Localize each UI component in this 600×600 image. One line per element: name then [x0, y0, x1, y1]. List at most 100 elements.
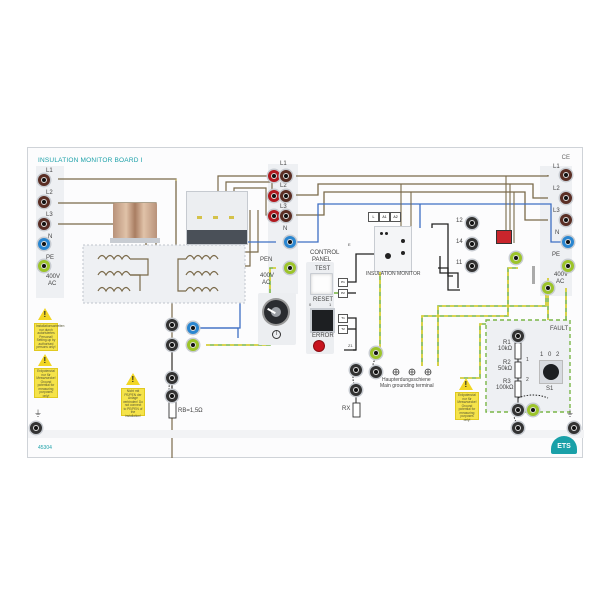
- breaker-indicator-2: [213, 216, 218, 219]
- t1-box: T1: [338, 314, 348, 323]
- center-socket-l1-red[interactable]: [268, 170, 280, 182]
- insulation-monitor-device: [374, 226, 412, 272]
- probe-socket[interactable]: [542, 282, 554, 294]
- right-terminal-strip: [540, 166, 572, 296]
- center-socket-l3[interactable]: [280, 210, 292, 222]
- s1-pos-0: 0: [548, 352, 552, 358]
- warning-triangle-icon: [126, 373, 140, 385]
- right-socket-l3[interactable]: [560, 214, 572, 226]
- control-panel-title-2: PANEL: [312, 257, 332, 263]
- monitor-marker-e: E: [348, 242, 351, 247]
- left-socket-pe[interactable]: [38, 260, 50, 272]
- center-socket-l2-red[interactable]: [268, 190, 280, 202]
- transformer-component: [113, 203, 157, 239]
- right-socket-l2[interactable]: [560, 192, 572, 204]
- key-switch-symbol: I: [272, 330, 281, 339]
- left-socket-l1[interactable]: [38, 174, 50, 186]
- r1-resistor: [514, 342, 522, 360]
- warning-earth-right: Erdpotenzial nur für Messzwecke! Ground …: [455, 392, 479, 421]
- right-label-l1: L1: [553, 164, 560, 170]
- contact-1-label: 1: [526, 357, 529, 363]
- relay-label-12: 12: [456, 218, 463, 224]
- center-socket-l1[interactable]: [280, 170, 292, 182]
- left-socket-n[interactable]: [38, 238, 50, 250]
- circuit-breaker: [186, 191, 248, 245]
- pen-socket-2[interactable]: [166, 339, 178, 351]
- warning-pen: Nicht mit PE/PEN der Anlage verbinden! D…: [121, 388, 145, 417]
- pen-socket-pe[interactable]: [187, 339, 199, 351]
- left-socket-l3[interactable]: [38, 218, 50, 230]
- fault-socket-green[interactable]: [527, 404, 539, 416]
- left-ground-socket[interactable]: [30, 422, 42, 434]
- warning-triangle-icon: [38, 354, 52, 366]
- center-socket-l3-red[interactable]: [268, 210, 280, 222]
- fault-welder-icon: [496, 230, 512, 244]
- r1-name: R1: [503, 340, 511, 346]
- rx-socket-1[interactable]: [350, 364, 362, 376]
- t2-box: T2: [338, 325, 348, 334]
- r3-name: R3: [503, 379, 511, 385]
- insulation-monitor-label: INSULATION MONITOR: [366, 271, 421, 277]
- z1-marker: Z1: [348, 343, 353, 348]
- center-voltage: 400V: [260, 273, 275, 279]
- pen-label: PEN: [260, 257, 273, 263]
- error-label: ERROR: [312, 333, 334, 339]
- right-voltage: 400V: [554, 272, 569, 278]
- fault-socket-bottom[interactable]: [512, 404, 524, 416]
- insulation-monitor-board: INSULATION MONITOR BOARD I CE 45304: [27, 147, 584, 458]
- fault-socket-pe[interactable]: [510, 252, 522, 264]
- rx-resistor: [352, 402, 361, 418]
- reset-position-1: 1: [329, 302, 332, 307]
- relay-socket-14[interactable]: [466, 238, 478, 250]
- p1-box: P1: [338, 278, 348, 287]
- center-label-n: N: [283, 226, 288, 232]
- ets-logo: ETS: [551, 436, 577, 454]
- breaker-base: [187, 230, 247, 244]
- warning-triangle-icon: [38, 308, 52, 320]
- fault-socket-ground[interactable]: [512, 422, 524, 434]
- reset-switch[interactable]: [310, 308, 335, 333]
- ce-mark: CE: [561, 155, 570, 161]
- grounding-socket-pe[interactable]: [370, 347, 382, 359]
- board-title: INSULATION MONITOR BOARD I: [38, 157, 143, 164]
- test-label: TEST: [315, 266, 331, 272]
- s1-rotary-switch[interactable]: [543, 364, 559, 380]
- relay-socket-12[interactable]: [466, 217, 478, 229]
- center-socket-pen[interactable]: [284, 262, 296, 274]
- r2-value: 50kΩ: [498, 366, 513, 372]
- left-label-l2: L2: [46, 190, 53, 196]
- pen-socket-n[interactable]: [187, 322, 199, 334]
- right-socket-l1[interactable]: [560, 169, 572, 181]
- right-label-pe: PE: [552, 252, 561, 258]
- right-ground-socket[interactable]: [568, 422, 580, 434]
- right-socket-pe[interactable]: [562, 260, 574, 272]
- center-socket-n[interactable]: [284, 236, 296, 248]
- phase-wires-right: [296, 175, 549, 221]
- pen-socket-1[interactable]: [166, 319, 178, 331]
- left-label-l3: L3: [46, 212, 53, 218]
- monitor-input-a2: A2: [390, 212, 401, 222]
- transformer-base: [110, 238, 160, 243]
- relay-socket-11[interactable]: [466, 260, 478, 272]
- fault-title: FAULT: [550, 326, 569, 332]
- rx-label: RX: [342, 406, 351, 412]
- rb-socket-2[interactable]: [166, 390, 178, 402]
- key-switch[interactable]: [264, 300, 288, 324]
- p2-box: P2: [338, 289, 348, 298]
- left-socket-l2[interactable]: [38, 196, 50, 208]
- test-button[interactable]: [310, 273, 333, 295]
- fault-socket-top[interactable]: [512, 330, 524, 342]
- bottom-band: [28, 430, 584, 438]
- right-socket-n[interactable]: [562, 236, 574, 248]
- rb-socket-1[interactable]: [166, 372, 178, 384]
- rx-socket-3[interactable]: [350, 384, 362, 396]
- reset-position-0: 0: [309, 302, 312, 307]
- reset-label: RESET: [313, 297, 334, 303]
- center-socket-l2[interactable]: [280, 190, 292, 202]
- left-label-pe: PE: [46, 255, 55, 261]
- transformer-coils: [97, 254, 219, 293]
- grounding-label-de: Haupterdungsschiene: [382, 377, 431, 383]
- center-label-l1: L1: [280, 161, 287, 167]
- r1-value: 10kΩ: [498, 346, 513, 352]
- rx-socket-2[interactable]: [370, 366, 382, 378]
